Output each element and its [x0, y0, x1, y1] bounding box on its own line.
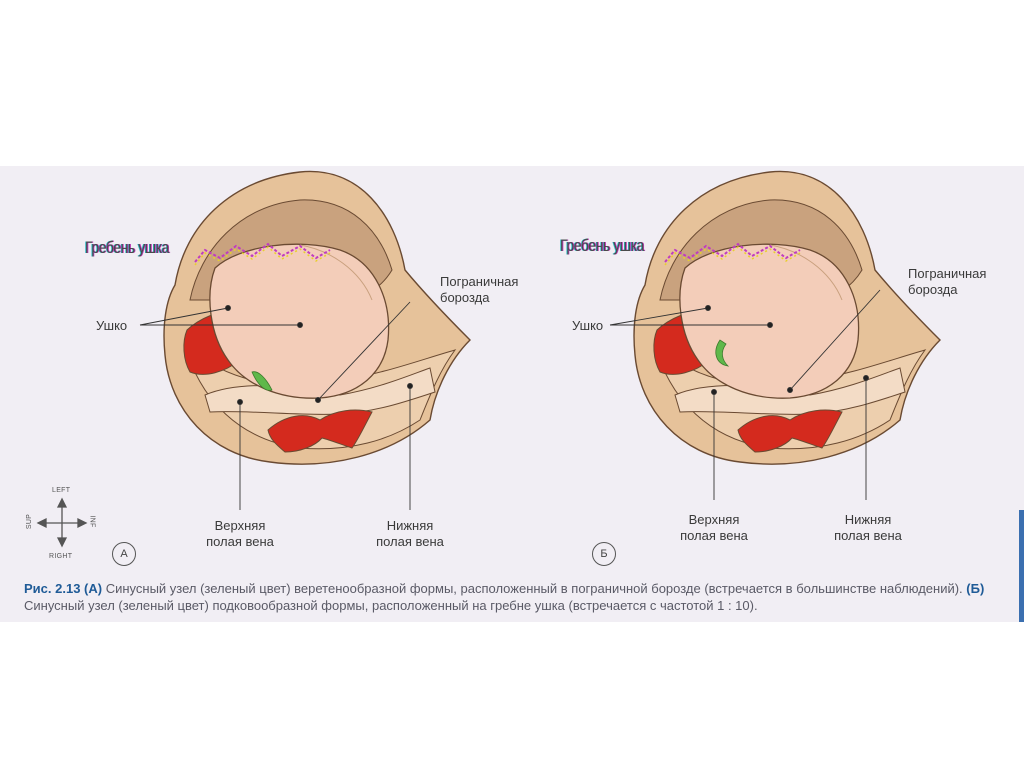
compass-left-label: SUP — [26, 513, 34, 530]
panel-b-svc-label-1: Верхняя — [688, 512, 740, 527]
panel-a-ivc-label-2: полая вена — [376, 534, 444, 549]
compass-right-label: INF — [88, 515, 96, 528]
panel-b-ivc-label-1: Нижняя — [844, 512, 892, 527]
panel-b-ivc-label-2: полая вена — [834, 528, 902, 543]
panel-a-sulcus-label-2: борозда — [440, 290, 490, 305]
edge-bar — [1019, 510, 1024, 622]
panel-a-crest-label: Гребень ушка — [85, 238, 169, 257]
caption-b-tag: (Б) — [966, 581, 985, 596]
orientation-compass — [36, 497, 88, 548]
panel-a-tag: А — [112, 542, 136, 566]
caption-a-tag: (А) — [84, 581, 103, 596]
figure-caption: Рис. 2.13 (А) Синусный узел (зеленый цве… — [24, 580, 1004, 614]
panel-b-auricle-label: Ушко — [572, 318, 604, 333]
panel-a-ivc-label-1: Нижняя — [386, 518, 434, 533]
panel-a-heart — [139, 170, 471, 510]
compass-up-label: LEFT — [52, 487, 71, 494]
panel-b-sinus-node — [715, 339, 730, 367]
compass-down-label: RIGHT — [49, 553, 73, 560]
panel-a-sulcus-label-1: Пограничная — [440, 274, 519, 289]
panel-a-svc-label-2: полая вена — [206, 534, 274, 549]
panel-b-svc-label-2: полая вена — [680, 528, 748, 543]
panel-b-tag: Б — [592, 542, 616, 566]
panel-b-heart — [609, 170, 941, 500]
panel-b-sulcus-label-2: борозда — [908, 282, 958, 297]
caption-fig-number: Рис. 2.13 — [24, 581, 81, 596]
caption-a-text: Синусный узел (зеленый цвет) веретенообр… — [102, 581, 963, 596]
panel-a-svc-label-1: Верхняя — [214, 518, 266, 533]
panel-b-sulcus-label-1: Пограничная — [908, 266, 987, 281]
panel-a-sinus-node — [251, 371, 273, 391]
caption-b-text: Синусный узел (зеленый цвет) подковообра… — [24, 598, 758, 613]
panel-a-auricle-label: Ушко — [96, 318, 128, 333]
panel-b-crest-label: Гребень ушка — [560, 236, 644, 255]
